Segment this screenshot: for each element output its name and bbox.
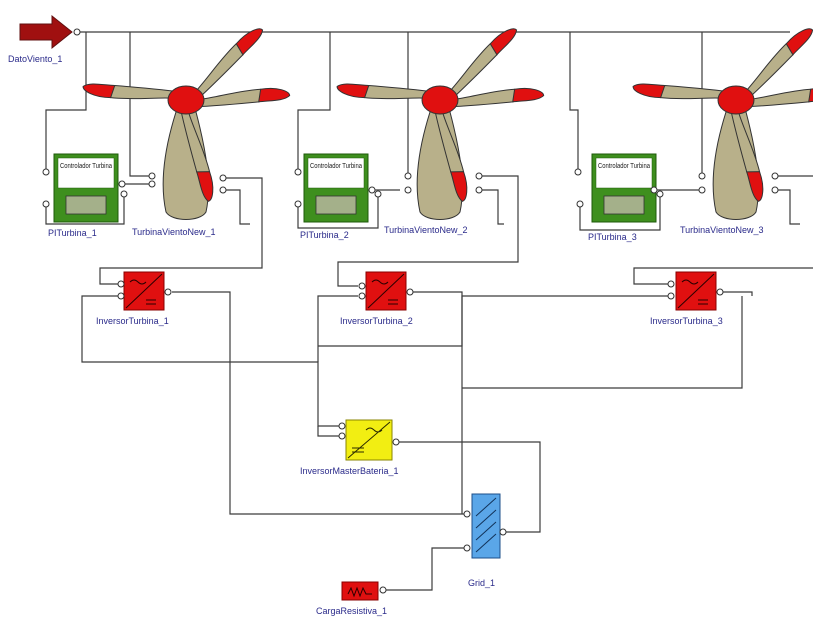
master-battery-inverter[interactable]: InversorMasterBateria_1 [300, 419, 400, 476]
controller-label: PITurbina_1 [48, 228, 97, 238]
controller-display [603, 195, 645, 215]
wind-data-input[interactable]: DatoViento_1 [8, 14, 81, 64]
controller-title: Controlador Turbina [60, 163, 112, 170]
grid[interactable]: Grid_1 [463, 493, 507, 588]
controller-display [315, 195, 357, 215]
turbine-label: TurbinaVientoNew_2 [384, 225, 468, 235]
inverter-symbol-icon [367, 273, 405, 309]
input-label: DatoViento_1 [8, 54, 62, 64]
load-label: CargaResistiva_1 [316, 606, 387, 616]
hub [167, 85, 205, 115]
controller-title: Controlador Turbina [598, 163, 650, 170]
turbine-inverter-3[interactable]: InversorTurbina_3 [650, 271, 724, 326]
inverter-label: InversorTurbina_1 [96, 316, 169, 326]
wiring [45, 31, 813, 591]
turbine-inverter-1[interactable]: InversorTurbina_1 [96, 271, 172, 326]
inverter-symbol-icon [125, 273, 163, 309]
grid-hatch-icon [475, 497, 497, 553]
controller-display [65, 195, 107, 215]
controller-title: Controlador Turbina [310, 163, 362, 170]
master-inverter-label: InversorMasterBateria_1 [300, 466, 399, 476]
inverter-symbol-icon [677, 273, 715, 309]
resistive-load[interactable]: CargaResistiva_1 [316, 581, 387, 616]
turbine-label: TurbinaVientoNew_1 [132, 227, 216, 237]
wind-turbine-3[interactable]: TurbinaVientoNew_3 [632, 12, 813, 235]
controller-3[interactable]: Controlador Turbina PITurbina_3 [574, 153, 664, 242]
hub [421, 85, 459, 115]
controller-label: PITurbina_2 [300, 230, 349, 240]
turbine-rotor [82, 12, 291, 203]
wind-turbine-2[interactable]: TurbinaVientoNew_2 [336, 12, 545, 235]
wind-turbine-1[interactable]: TurbinaVientoNew_1 [82, 12, 291, 237]
controller-label: PITurbina_3 [588, 232, 637, 242]
turbine-label: TurbinaVientoNew_3 [680, 225, 764, 235]
turbine-inverter-2[interactable]: InversorTurbina_2 [340, 271, 414, 326]
inverter-label: InversorTurbina_3 [650, 316, 723, 326]
turbine-rotor [632, 12, 813, 203]
inverter-label: InversorTurbina_2 [340, 316, 413, 326]
resistor-icon [347, 586, 372, 598]
grid-label: Grid_1 [468, 578, 495, 588]
hub [717, 85, 755, 115]
inverter-symbol-icon [347, 421, 391, 459]
controller-1[interactable]: Controlador Turbina PITurbina_1 [42, 153, 128, 238]
controller-2[interactable]: Controlador Turbina PITurbina_2 [294, 153, 382, 240]
input-arrow-icon [19, 14, 73, 50]
turbine-rotor [336, 12, 545, 203]
